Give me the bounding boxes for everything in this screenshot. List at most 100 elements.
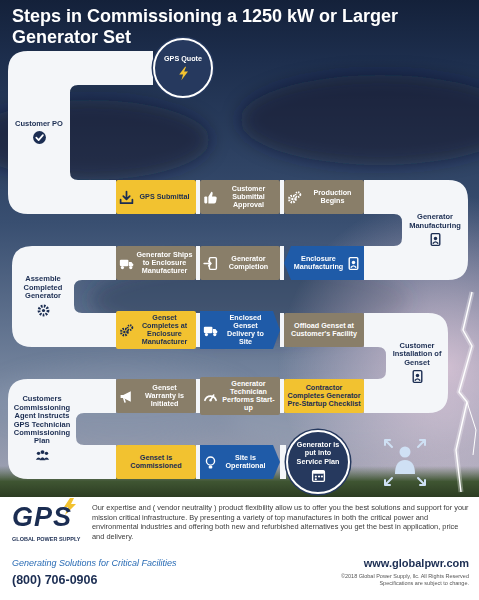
band-column: Customers Commissioning Agent Instructs …	[8, 379, 76, 479]
title: Steps in Commissioning a 1250 kW or Larg…	[12, 6, 452, 47]
step-box: Production Begins	[284, 180, 364, 214]
website: www.globalpwr.com	[364, 557, 469, 569]
step-label: Assemble Completed Generator	[15, 275, 71, 300]
band-path	[8, 379, 112, 479]
icon-part	[121, 199, 133, 203]
step-icon	[346, 256, 361, 271]
track-connector	[364, 180, 368, 214]
step-icon	[32, 130, 47, 145]
band-group	[368, 180, 468, 280]
step-box: Generator Completion	[200, 246, 280, 280]
band-group	[368, 313, 448, 413]
horizon-glow	[0, 0, 479, 497]
track-connector	[364, 246, 368, 280]
icon-part	[123, 191, 129, 199]
icon-part	[124, 398, 125, 402]
icon-part	[36, 135, 43, 140]
band-group	[8, 379, 112, 479]
icon-part	[431, 233, 440, 245]
band-column: Assemble Completed Generator	[12, 246, 74, 347]
icon-part	[36, 451, 39, 454]
icon-part	[44, 451, 47, 454]
icon-part	[206, 456, 214, 464]
graphic-part	[418, 478, 425, 485]
icon-part	[39, 306, 48, 315]
icon-part	[179, 66, 188, 79]
step-icon	[119, 323, 134, 338]
icon-part	[312, 470, 324, 481]
track-connector	[364, 313, 368, 347]
step-icon	[35, 448, 50, 463]
step-icon	[119, 389, 134, 404]
icon-part	[129, 261, 133, 265]
icon-part	[314, 478, 316, 480]
track-connector	[280, 246, 284, 280]
step-label: GPS Quote	[160, 55, 206, 63]
step-box: Contractor Completes Generator Pre-Start…	[284, 379, 364, 413]
graphic-part	[418, 440, 425, 447]
icon-part	[213, 332, 216, 335]
icon-part	[317, 475, 319, 477]
icon-part	[204, 196, 207, 203]
step-label: Genset Warranty is Initiated	[136, 384, 193, 408]
step-label: Production Begins	[304, 189, 361, 205]
icon-part	[205, 332, 208, 335]
step-icon	[428, 232, 443, 247]
step-label: Enclosure Manufacturing	[293, 255, 344, 271]
step-label: Customers Commissioning Agent Instructs …	[11, 395, 73, 445]
icon-part	[123, 330, 125, 332]
band-path	[8, 51, 112, 214]
turn-band: Assemble Completed Generator	[12, 246, 112, 347]
band-group	[12, 246, 112, 347]
copyright-note: ©2018 Global Power Supply, llc. All Righ…	[341, 573, 469, 579]
step-label: Customer Submittal Approval	[220, 185, 277, 209]
step-icon	[311, 468, 326, 483]
icon-part	[41, 308, 44, 311]
graphic-part	[385, 440, 392, 447]
track-connector	[196, 445, 200, 479]
sky	[0, 0, 479, 497]
step-box: Genset Completes at Enclosure Manufactur…	[116, 311, 196, 349]
icon-part	[43, 457, 48, 459]
step-box: Offload Genset at Customer's Facility	[284, 313, 364, 347]
step-icon	[203, 455, 218, 470]
logo-wordmark: GPS	[12, 502, 72, 533]
icon-part	[209, 399, 211, 401]
icon-part	[129, 265, 132, 268]
graphic-part	[395, 460, 415, 474]
step-icon	[203, 389, 218, 404]
icon-part	[128, 325, 133, 330]
phone-number: (800) 706-0906	[12, 573, 97, 587]
icon-part	[204, 326, 213, 332]
disclaimer-note: Specifications are subject to change.	[379, 580, 469, 586]
track-connector	[112, 51, 153, 85]
icon-part	[33, 131, 46, 144]
band-path	[12, 246, 112, 347]
icon-part	[351, 265, 356, 266]
icon-part	[121, 391, 131, 402]
step-label: GPS Submittal	[136, 193, 193, 201]
step-icon	[410, 369, 425, 384]
step-icon	[203, 323, 218, 338]
band-path	[368, 180, 468, 280]
graphic-part	[467, 402, 476, 455]
step-label: Generator is put into Service Plan	[293, 441, 343, 465]
step-label: Contractor Completes Generator Pre-Start…	[287, 384, 361, 408]
step-label: Genset is Commissioned	[119, 454, 193, 470]
step-label: Enclosed Genset Delivery to Site	[220, 314, 271, 346]
icon-part	[415, 374, 418, 377]
band-group	[8, 51, 112, 214]
step-label: Generator Manufacturing	[405, 213, 465, 230]
icon-part	[296, 192, 301, 197]
step-icon	[203, 190, 218, 205]
icon-part	[291, 197, 293, 199]
step-box: Customer Submittal Approval	[200, 180, 280, 214]
step-icon	[176, 66, 191, 81]
icon-part	[121, 328, 127, 334]
icon-part	[121, 265, 124, 268]
company-statement: Our expertise and ( vendor neutrality ) …	[92, 503, 470, 542]
step-label: Offload Genset at Customer's Facility	[287, 322, 361, 338]
arrow-shape-fill	[284, 246, 364, 280]
step-box: Generator Technician Performs Start-up	[200, 377, 280, 415]
